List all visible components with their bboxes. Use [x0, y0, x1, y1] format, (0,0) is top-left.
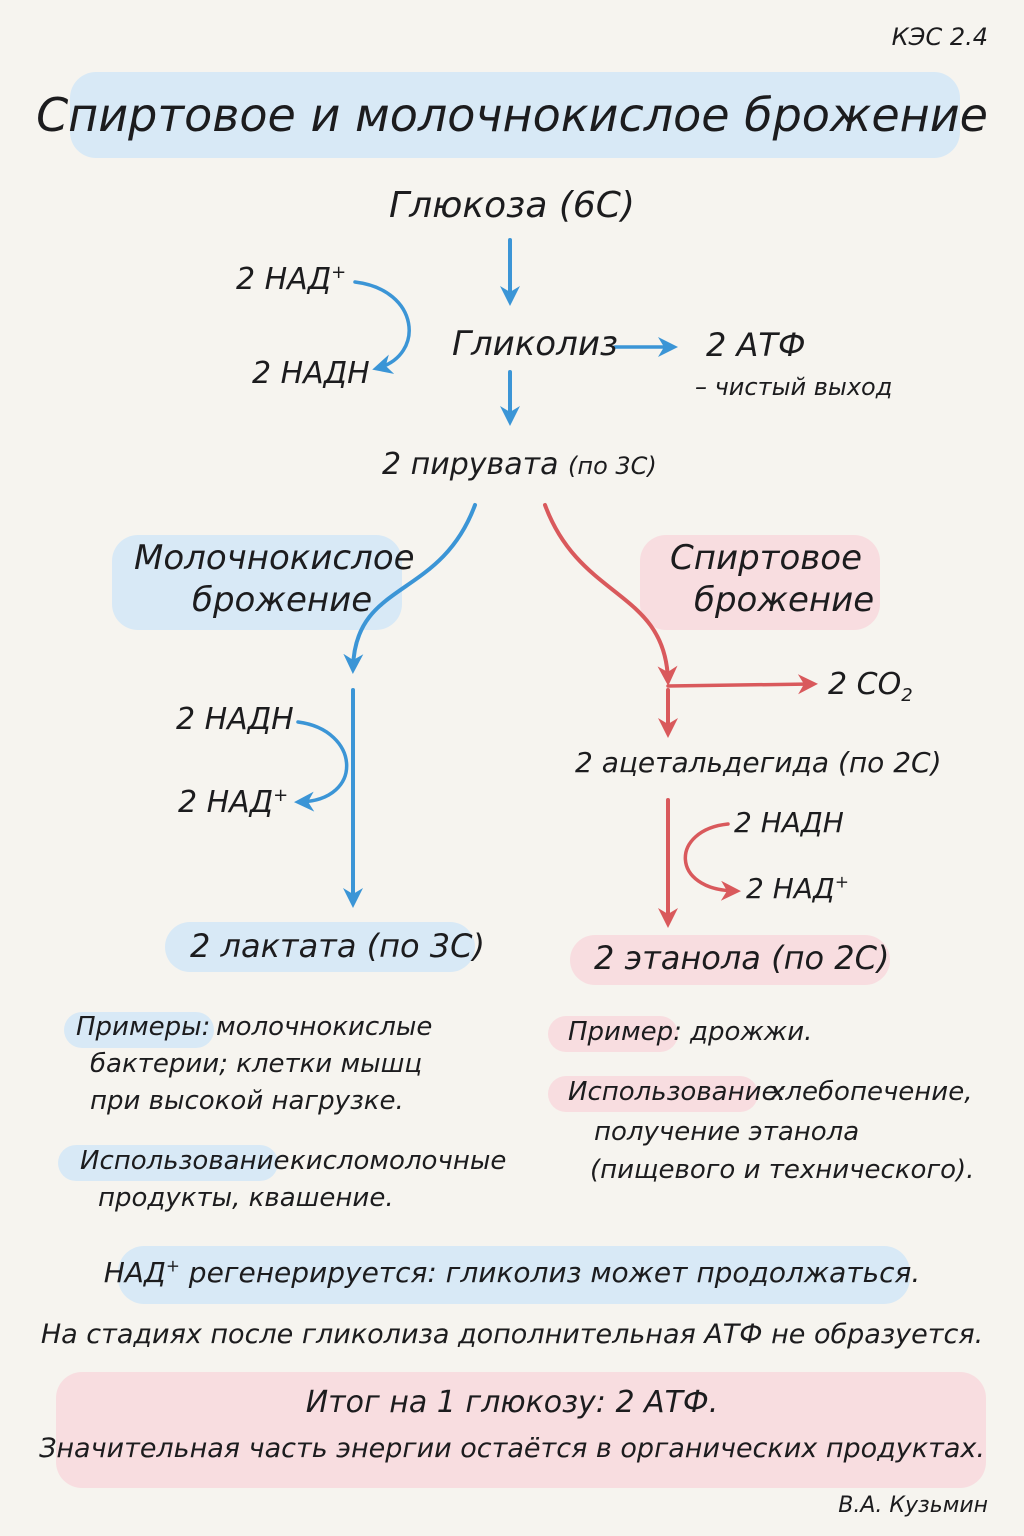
regen-highlight: [118, 1246, 910, 1304]
acetaldehyde-label: 2 ацетальдегида (по 2С): [575, 746, 942, 779]
lactic-usage-label: Использование:: [80, 1146, 299, 1176]
co2-text: 2 CO: [828, 667, 902, 702]
no-atp-note: На стадиях после гликолиза дополнительна…: [40, 1319, 984, 1350]
alcoholic-nadh-in: 2 НАДН: [734, 806, 844, 839]
alcoholic-title-highlight: [640, 535, 880, 630]
total-highlight: [56, 1372, 986, 1488]
alcoholic-example-value: дрожжи.: [690, 1017, 813, 1047]
arrow-lactic-nadh-nad: [294, 720, 349, 812]
alcoholic-example-label: Пример:: [568, 1017, 682, 1047]
lactic-usage-label-highlight: [58, 1145, 278, 1181]
nad-sup: +: [834, 871, 849, 892]
author-signature: В.А. Кузьмин: [838, 1493, 988, 1518]
lactic-usage-line2: продукты, квашение.: [98, 1183, 394, 1213]
ethanol-product: 2 этанола (по 2С): [594, 939, 890, 977]
ethanol-highlight: [570, 935, 890, 985]
co2-output: 2 CO2: [828, 667, 913, 705]
alcoholic-title-line2: брожение: [694, 580, 875, 620]
nad-text: 2 НАД: [178, 785, 274, 820]
nad-sup: +: [273, 785, 289, 806]
nad-text: 2 НАД: [236, 262, 332, 297]
topic-code: КЭС 2.4: [891, 23, 988, 51]
glucose-label: Глюкоза (6С): [389, 185, 635, 226]
title-highlight: [70, 72, 960, 158]
alcoholic-usage-line3: (пищевого и технического).: [590, 1155, 975, 1185]
nad-sup: +: [331, 262, 347, 283]
lactic-title-highlight: [112, 535, 402, 630]
lactate-highlight: [165, 922, 475, 972]
pyruvate-main: 2 пирувата: [382, 447, 559, 482]
regen-nad: НАД: [103, 1256, 166, 1289]
alcoholic-usage-line1: хлебопечение,: [770, 1077, 973, 1107]
lactic-examples-line1: молочнокислые: [216, 1012, 433, 1042]
page-title: Спиртовое и молочнокислое брожение: [36, 88, 988, 142]
alcoholic-usage-line2: получение этанола: [594, 1117, 860, 1147]
lactic-nadh-in: 2 НАДН: [176, 702, 294, 737]
alcoholic-usage-label-highlight: [548, 1076, 758, 1112]
lactic-nad-out: 2 НАД+: [178, 786, 288, 819]
co2-sub: 2: [901, 685, 913, 706]
glycolysis-nad-in: 2 НАД+: [236, 263, 346, 296]
lactic-title-line2: брожение: [192, 580, 373, 620]
atp-note: – чистый выход: [695, 373, 893, 401]
lactic-usage-line1: кисломолочные: [290, 1146, 507, 1176]
glycolysis-nadh-out: 2 НАДН: [252, 356, 370, 391]
lactic-examples-line3: при высокой нагрузке.: [90, 1086, 404, 1116]
lactic-examples-line2: бактерии; клетки мышц: [90, 1049, 423, 1079]
glycolysis-label: Гликолиз: [452, 324, 619, 364]
arrow-nad-nadh: [353, 280, 411, 374]
regen-note: НАД+ регенерируется: гликолиз может прод…: [0, 1255, 1024, 1289]
example-label-highlight: [548, 1016, 678, 1052]
total-line2: Значительная часть энергии остаётся в ор…: [39, 1433, 985, 1464]
total-line1: Итог на 1 глюкозу: 2 АТФ.: [305, 1385, 719, 1420]
arrow-alcoholic-nadh-nad: [683, 822, 741, 901]
pyruvate-label: 2 пирувата (по 3С): [382, 448, 657, 481]
lactic-title-line1: Молочнокислое: [134, 538, 415, 578]
alcoholic-usage-label: Использование:: [568, 1077, 787, 1107]
lactate-product: 2 лактата (по 3С): [190, 927, 485, 965]
arrow-pyruvate-alcoholic: [543, 503, 678, 686]
alcoholic-title-line1: Спиртовое: [670, 538, 863, 578]
arrow-pyruvate-lactic: [343, 503, 477, 674]
pyruvate-note: (по 3С): [568, 452, 657, 480]
regen-rest: регенерируется: гликолиз может продолжат…: [179, 1256, 921, 1289]
nad-text: 2 НАД: [746, 872, 835, 905]
atp-output: 2 АТФ: [706, 326, 806, 364]
lactic-examples-label: Примеры:: [76, 1012, 211, 1042]
arrow-alcoholic-co2: [666, 674, 818, 695]
regen-sup: +: [165, 1255, 180, 1276]
alcoholic-nad-out: 2 НАД+: [746, 871, 849, 905]
examples-label-highlight: [64, 1012, 214, 1048]
